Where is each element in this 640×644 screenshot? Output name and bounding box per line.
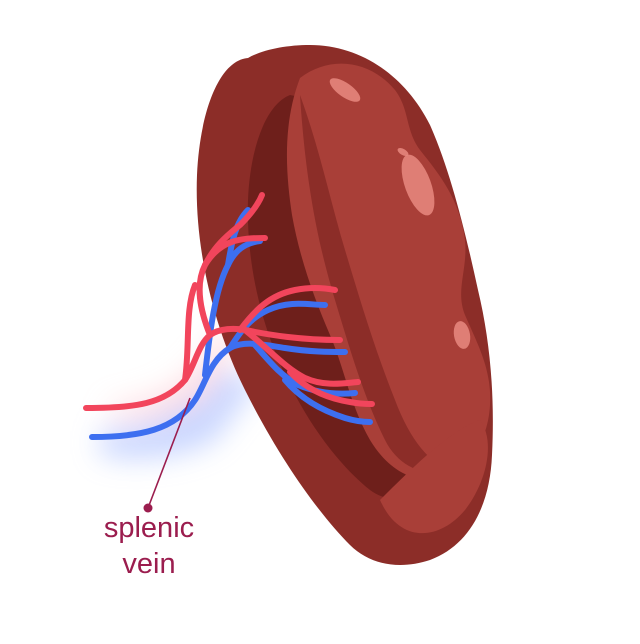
artery-branches bbox=[83, 192, 375, 411]
vein-branch-1 bbox=[227, 300, 328, 351]
highlight-upper bbox=[329, 78, 361, 102]
highlight-lower bbox=[453, 321, 471, 349]
artery-branch-4 bbox=[242, 327, 361, 387]
label-vein: vein bbox=[122, 548, 176, 580]
highlight-mid bbox=[401, 154, 435, 216]
vein-branch-4 bbox=[202, 238, 263, 378]
label-splenic: splenic bbox=[103, 512, 195, 544]
spleen-tip bbox=[380, 420, 488, 534]
artery-branch-2 bbox=[202, 235, 268, 268]
artery-branch-3 bbox=[237, 285, 338, 333]
label-leader bbox=[143, 397, 191, 513]
vein-branch-2 bbox=[252, 342, 358, 397]
artery-branch-6 bbox=[182, 282, 198, 383]
highlight-small bbox=[397, 148, 409, 156]
label-leader-dot bbox=[143, 503, 153, 513]
splenic-vein-trunk bbox=[89, 340, 348, 440]
artery-branch-5 bbox=[287, 369, 375, 407]
artery-branch-1 bbox=[196, 192, 265, 338]
spleen-lobes bbox=[286, 63, 491, 480]
vein-branch-3 bbox=[282, 377, 373, 425]
spleen-ridge bbox=[300, 95, 455, 474]
